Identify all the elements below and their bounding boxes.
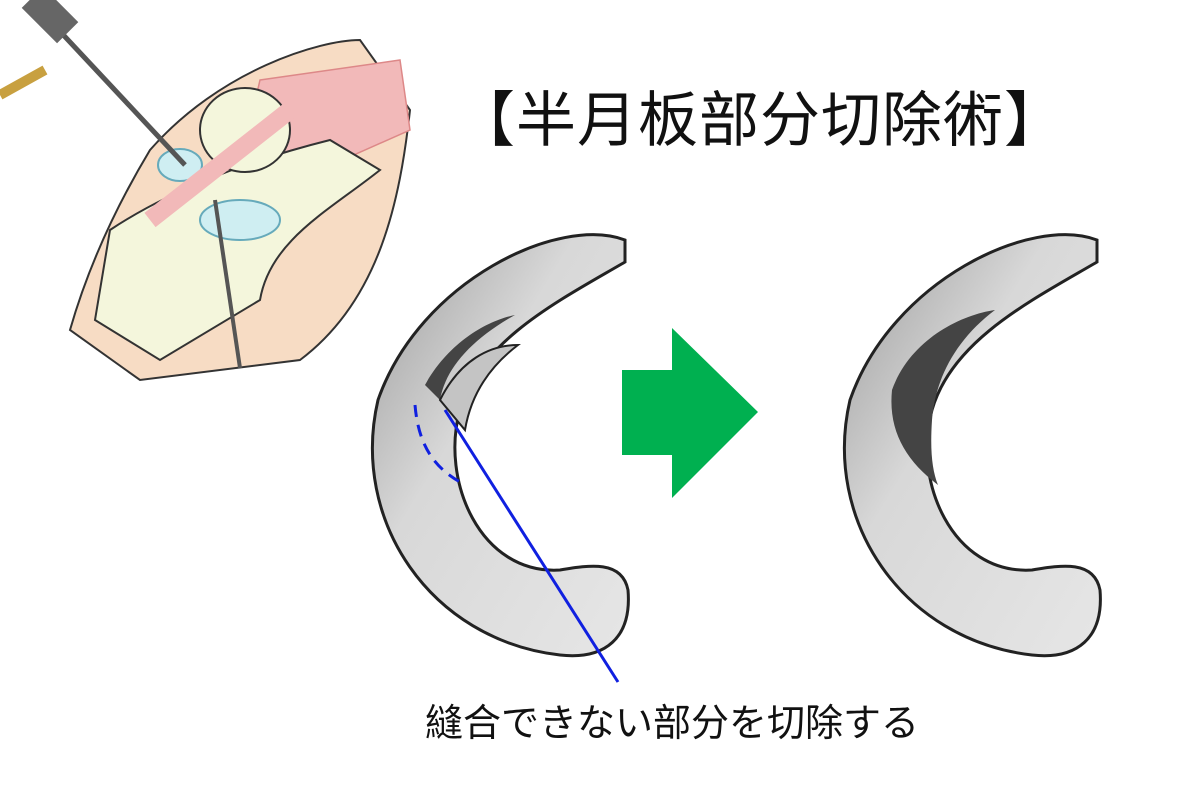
knee-arthroscopy-illustration (0, 0, 412, 382)
page-title: 【半月板部分切除術】 (455, 86, 1065, 156)
caption-text: 縫合できない部分を切除する (425, 701, 920, 745)
right-arrow-icon (622, 328, 758, 498)
torn-meniscus (370, 233, 630, 683)
trimmed-meniscus (842, 233, 1102, 658)
